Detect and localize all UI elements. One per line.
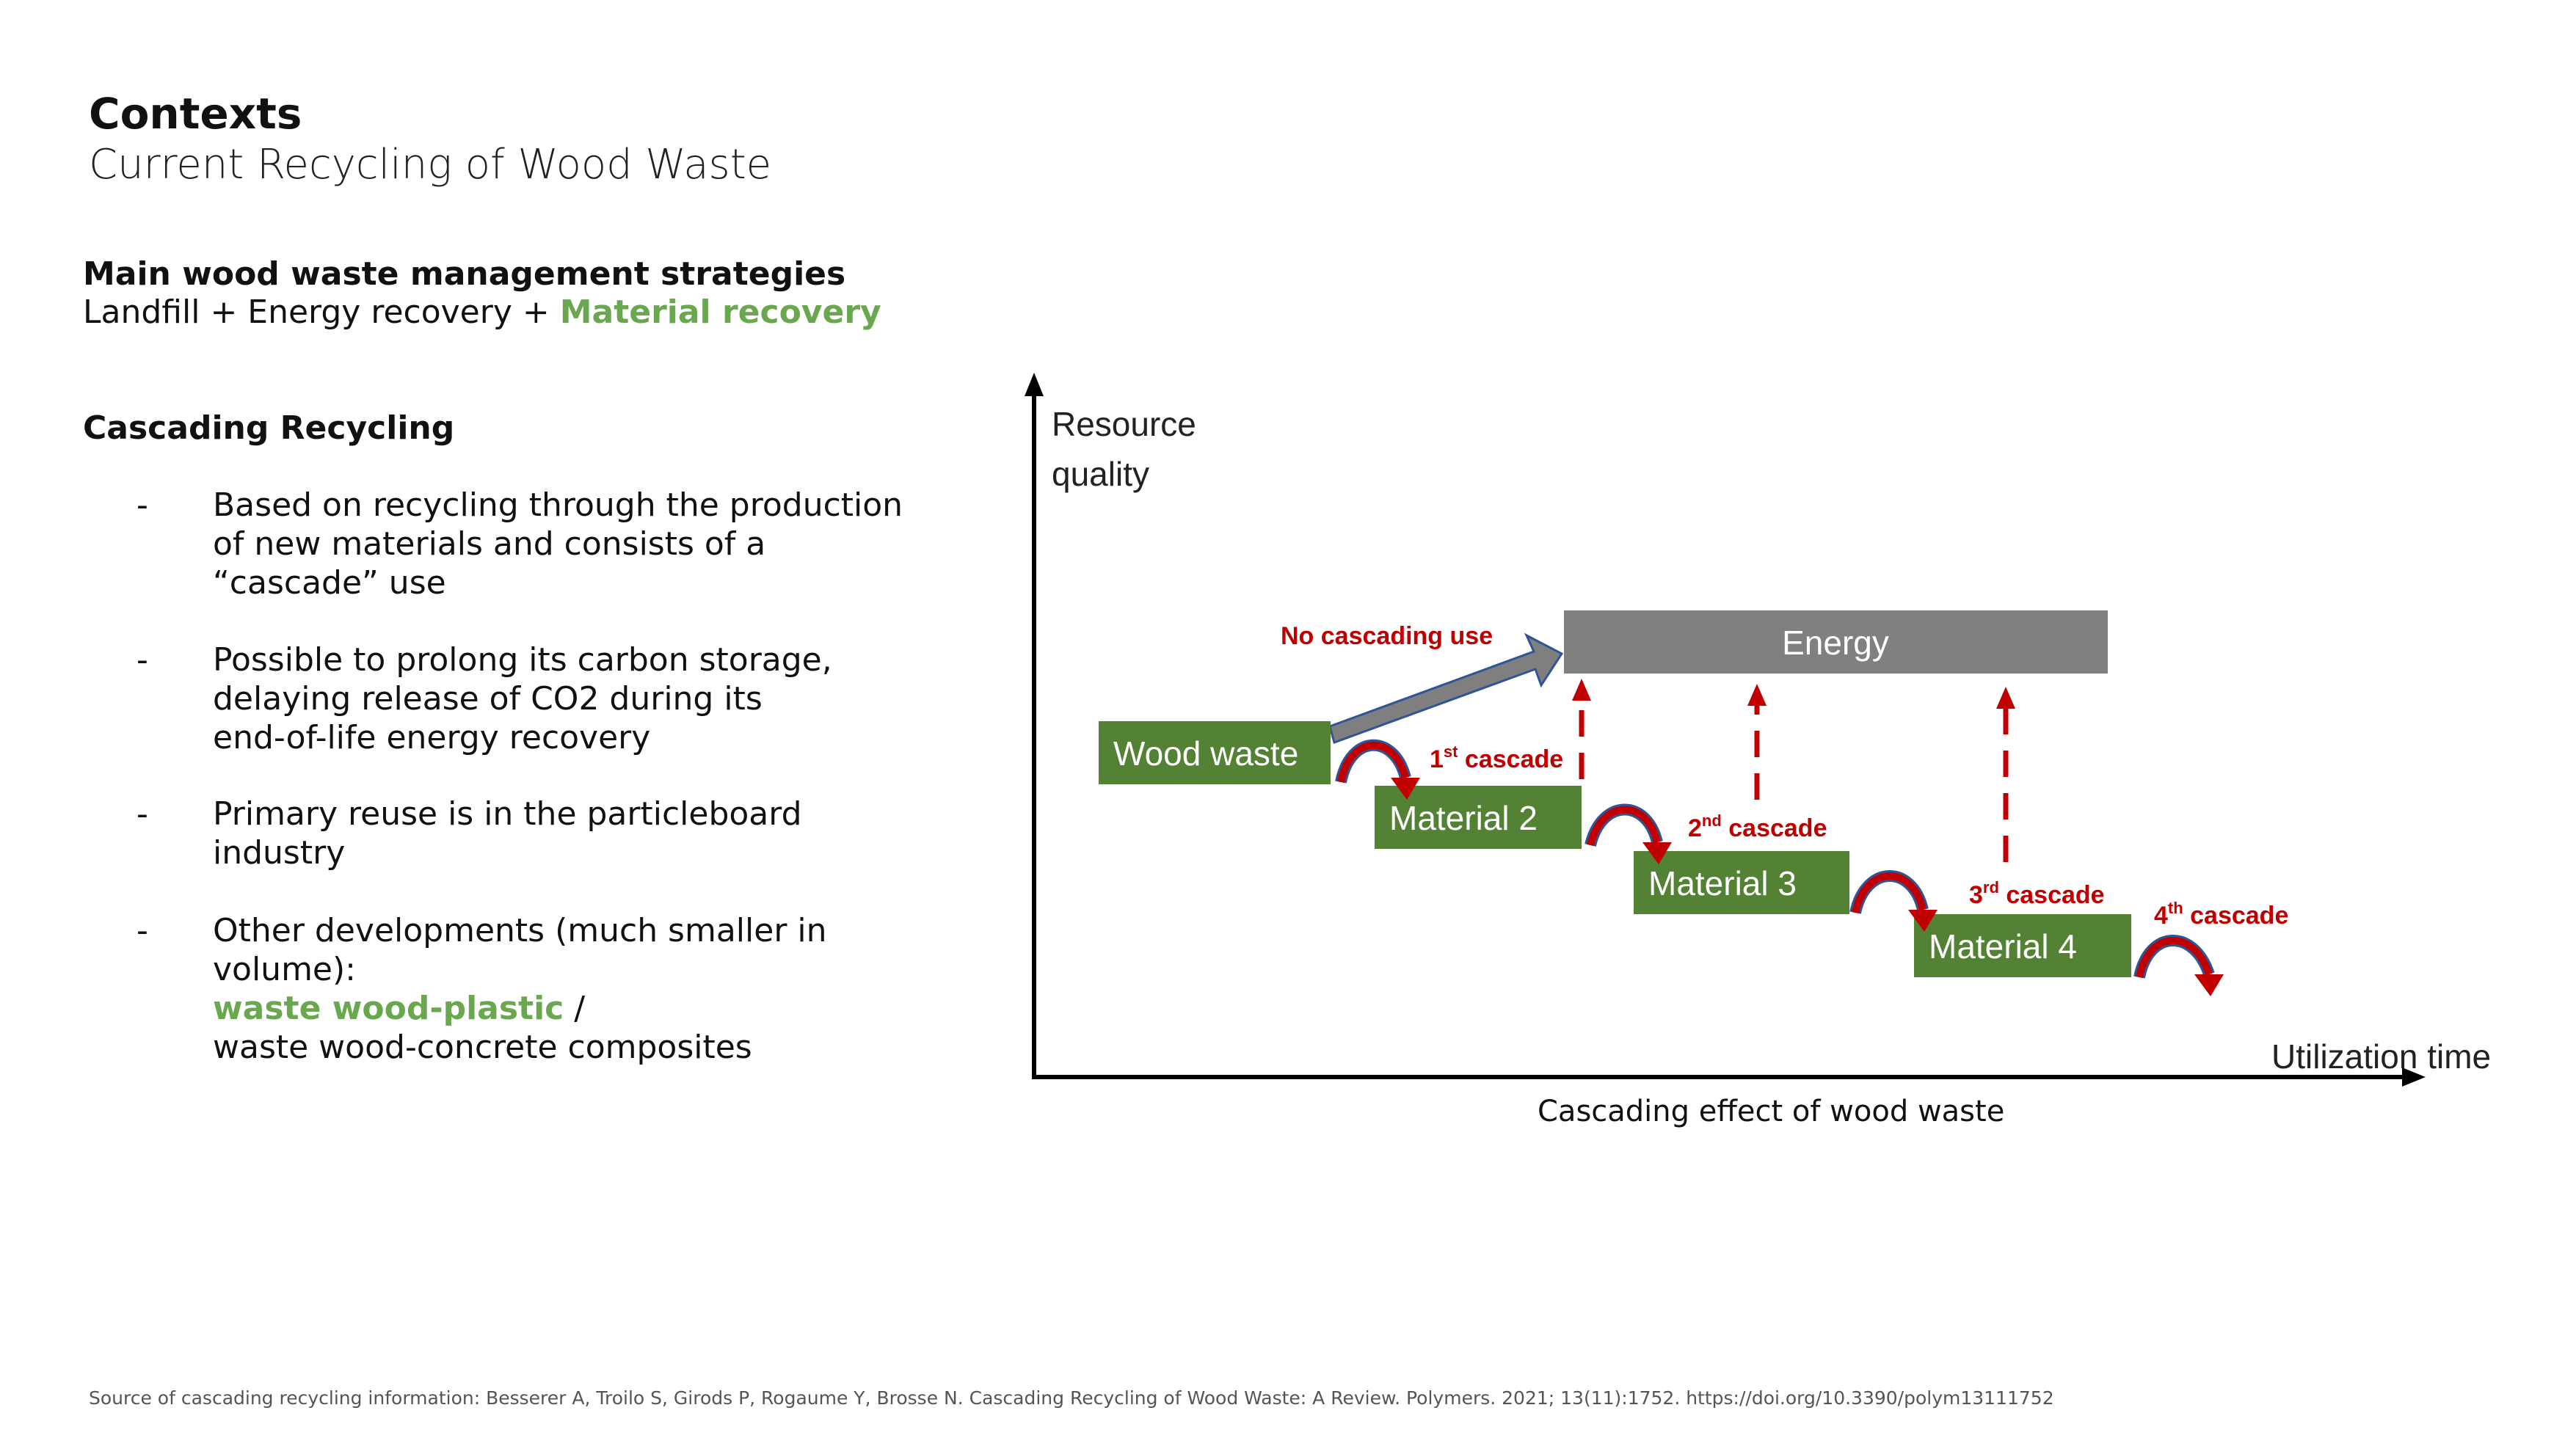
strategies-line: Landfill + Energy recovery + Material re… — [83, 292, 881, 333]
bullet-line: waste wood-plastic / — [213, 989, 947, 1028]
y-axis-label: Resource — [1052, 405, 1196, 443]
y-axis-label: quality — [1052, 455, 1149, 493]
x-axis-arrowhead — [2402, 1067, 2426, 1087]
energy-box — [1564, 610, 2108, 674]
bullet-line: Other developments (much smaller in — [213, 912, 827, 949]
cascade-arrowhead — [1908, 910, 1938, 932]
dashed-arrowhead — [1747, 684, 1767, 706]
bullet-line: Primary reuse is in the particleboard — [213, 795, 802, 833]
cascade-num: 3 — [1969, 881, 1983, 909]
cascade-arrowhead — [1642, 842, 1672, 864]
bullet-line: Based on recycling through the productio… — [213, 486, 903, 524]
material-3-box — [1634, 851, 1849, 914]
cascade-num: 2 — [1688, 814, 1702, 842]
diagram-caption: Cascading effect of wood waste — [1538, 1095, 2005, 1128]
wood-waste-box — [1099, 721, 1331, 784]
bullet-line: industry — [213, 834, 346, 872]
strategies-plain-text: Landfill + Energy recovery + — [83, 293, 560, 331]
page-title: Contexts — [89, 89, 302, 139]
x-axis-label: Utilization time — [2271, 1037, 2491, 1076]
bullet-slash: / — [564, 990, 586, 1027]
bullet-dash: - — [137, 795, 148, 833]
cascade-label-4: 4th cascade — [2154, 899, 2288, 930]
cascade-sup: st — [1444, 742, 1458, 761]
source-footnote: Source of cascading recycling informatio… — [89, 1387, 2054, 1409]
cascade-word: cascade — [1999, 881, 2105, 909]
energy-label: Energy — [1782, 624, 1889, 662]
cascade-sup: rd — [1983, 878, 1999, 897]
cascade-word: cascade — [1458, 745, 1563, 773]
cascade-sup: nd — [1702, 811, 1722, 830]
cascade-num: 1 — [1430, 745, 1444, 773]
cascade-sup: th — [2168, 899, 2183, 917]
material-recovery-highlight: Material recovery — [559, 293, 881, 331]
material-2-box — [1375, 786, 1582, 849]
cascade-arrowhead — [2194, 974, 2224, 996]
cascade-curve-arrow-inner — [1852, 872, 1926, 914]
cascade-arrowhead — [1391, 778, 1420, 800]
y-axis-arrowhead — [1025, 373, 1044, 396]
dashed-arrowhead — [1572, 679, 1591, 701]
strategies-heading: Main wood waste management strategies — [83, 255, 846, 293]
cascade-label-2: 2nd cascade — [1688, 811, 1827, 842]
bullet-line: Possible to prolong its carbon storage, — [213, 641, 832, 679]
cascade-curve-arrow-inner — [1337, 741, 1409, 784]
cascade-word: cascade — [2183, 902, 2289, 930]
material-2-label: Material 2 — [1389, 799, 1538, 837]
bullet-line: of new materials and consists of a — [213, 525, 766, 563]
page-subtitle: Current Recycling of Wood Waste — [89, 141, 772, 189]
waste-wood-plastic-highlight: waste wood-plastic — [213, 990, 564, 1027]
cascade-curve-arrow-inner — [1587, 806, 1661, 847]
cascade-curve-arrow-inner — [2136, 937, 2213, 979]
material-4-box — [1914, 914, 2131, 977]
bullet-dash: - — [137, 912, 148, 949]
cascade-num: 4 — [2154, 902, 2168, 930]
cascading-heading: Cascading Recycling — [83, 409, 455, 447]
material-4-label: Material 4 — [1929, 927, 2077, 966]
no-cascading-label: No cascading use — [1281, 622, 1493, 650]
bullet-line: volume): — [213, 951, 356, 988]
material-3-label: Material 3 — [1648, 864, 1797, 902]
cascade-label-3: 3rd cascade — [1969, 878, 2105, 909]
bullet-dash: - — [137, 641, 148, 679]
bullet-line: “cascade” use — [213, 564, 446, 602]
bullet-line: end-of-life energy recovery — [213, 719, 651, 756]
cascade-word: cascade — [1722, 814, 1827, 842]
cascade-label-1: 1st cascade — [1430, 742, 1563, 773]
no-cascading-arrow — [1328, 632, 1564, 744]
bullet-dash: - — [137, 486, 148, 524]
bullet-line: waste wood-concrete composites — [213, 1029, 752, 1066]
wood-waste-label: Wood waste — [1113, 734, 1298, 773]
bullet-line: delaying release of CO2 during its — [213, 680, 763, 718]
dashed-arrowhead — [1996, 687, 2015, 709]
